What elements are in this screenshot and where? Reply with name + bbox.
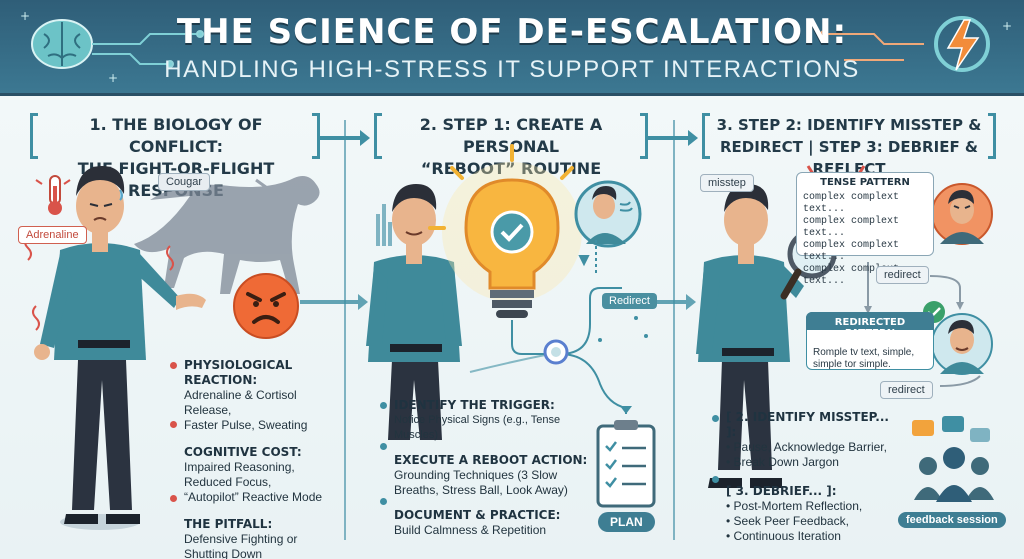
section3-list: [ 2. IDENTIFY MISSTEP... ]: • Pause, Ack… [712, 410, 902, 544]
bracket-left [374, 113, 382, 159]
list-item-text: “Autopilot” Reactive Mode [184, 490, 323, 504]
misstep-label: misstep [700, 174, 754, 192]
redirected-pattern-line: simple tor simple. [813, 359, 891, 370]
redirected-pattern-line: Romple tv text, simple, [813, 347, 915, 358]
svg-text:+: + [1002, 19, 1012, 33]
redirected-pattern-card: REDIRECTED PATTERN Romple tv text, simpl… [806, 312, 934, 370]
header-banner: + + + THE SCIENCE OF DE-ESCALATION: HAND… [0, 0, 1024, 96]
list-item-title: DOCUMENT & PRACTICE: [394, 508, 561, 522]
page-subtitle: HANDLING HIGH-STRESS IT SUPPORT INTERACT… [164, 56, 860, 83]
list-item-text: Adrenaline & Cortisol Release, [184, 388, 297, 417]
cougar-silhouette [134, 176, 320, 294]
bracket-right [988, 113, 996, 159]
list-item-text: Reduced Focus, [184, 475, 272, 489]
bracket-left [30, 113, 38, 159]
calm-user-portrait [931, 313, 993, 375]
lightning-bolt-icon: + [820, 16, 1012, 72]
cougar-label: Cougar [158, 173, 211, 191]
bullet-icon [380, 402, 387, 409]
bullet-icon [170, 421, 177, 428]
bullet-icon [712, 415, 719, 422]
stressed-technician-figure [34, 166, 206, 530]
section2-heading-line2: “REBOOT” ROUTINE [420, 159, 602, 178]
lightbulb-icon [428, 144, 596, 318]
list-item-text: • Break Down Jargon [726, 455, 839, 469]
list-item-title: IDENTIFY THE TRIGGER: [394, 398, 555, 412]
tense-pattern-title: TENSE PATTERN [820, 177, 910, 188]
list-item-title: PHYSIOLOGICAL REACTION: [184, 358, 293, 387]
list-item-text: • Continuous Iteration [726, 529, 841, 543]
brain-icon: + + [20, 9, 204, 85]
svg-text:+: + [108, 71, 118, 85]
bullet-icon [380, 443, 387, 450]
section3-heading: 3. STEP 2: IDENTIFY MISSTEP & REDIRECT |… [708, 114, 990, 180]
feedback-group-icon [912, 416, 994, 502]
section1-list: PHYSIOLOGICAL REACTION: Adrenaline & Cor… [170, 358, 340, 559]
arrow-icon [300, 130, 698, 310]
redirect-label: redirect [876, 266, 929, 284]
list-item-text: • Post-Mortem Reflection, [726, 499, 863, 513]
clipboard-checklist-icon [596, 420, 656, 508]
redirect-label: Redirect [602, 293, 657, 309]
redirected-pattern-title: REDIRECTED PATTERN [834, 317, 906, 339]
bullet-icon [170, 362, 177, 369]
breathing-portrait-icon [574, 180, 642, 248]
svg-text:+: + [20, 9, 30, 23]
section3-heading-line1: 3. STEP 2: IDENTIFY MISSTEP & [716, 116, 982, 134]
list-item-title: THE PITFALL: [184, 517, 273, 531]
tense-pattern-line: complex complext text... [803, 240, 900, 263]
list-item-text: Impaired Reasoning, [184, 460, 295, 474]
redirect-label: redirect [880, 381, 933, 399]
list-item-text: Shutting Down [184, 547, 263, 559]
list-item-text: • Seek Peer Feedback, [726, 514, 849, 528]
flow-connector [867, 262, 981, 387]
list-item-title: COGNITIVE COST: [184, 445, 302, 459]
bracket-right [312, 113, 320, 159]
bullet-icon [170, 495, 177, 502]
list-item-text: Build Calmness & Repetition [394, 523, 547, 537]
list-item-text: Notice Physical Signs (e.g., Tense Muscl… [394, 414, 561, 441]
arrow-down-icon [620, 406, 632, 414]
list-item-title: [ 2. IDENTIFY MISSTEP... ]: [726, 410, 889, 439]
adrenaline-label: Adrenaline [18, 226, 87, 244]
flow-connector [469, 240, 627, 414]
frustrated-user-portrait [931, 183, 993, 245]
page-title: THE SCIENCE OF DE-ESCALATION: [176, 12, 848, 52]
section2-list: IDENTIFY THE TRIGGER: Notice Physical Si… [380, 398, 590, 538]
plan-label: PLAN [598, 512, 655, 532]
list-item-title: EXECUTE A REBOOT ACTION: [394, 453, 588, 467]
bar-chart-icon [376, 204, 392, 246]
list-item-text: Breaths, Stress Ball, Look Away) [394, 483, 568, 497]
tense-pattern-line: complex complext text... [803, 216, 900, 239]
calm-technician-figure [366, 184, 462, 440]
bracket-left [702, 113, 710, 159]
tense-pattern-line: complex complext text... [803, 264, 900, 287]
section1-heading-line1: 1. THE BIOLOGY OF CONFLICT: [89, 115, 263, 156]
bracket-right [640, 113, 648, 159]
list-item-text: Grounding Techniques (3 Slow [394, 468, 558, 482]
node-icon [543, 316, 648, 365]
list-item-title: [ 3. DEBRIEF... ]: [726, 484, 837, 498]
list-item-text: • Pause, Acknowledge Barrier, [726, 440, 887, 454]
bullet-icon [712, 476, 719, 483]
list-item-text: Defensive Fighting or [184, 532, 298, 546]
feedback-session-label: feedback session [898, 512, 1006, 528]
section-divider [673, 120, 675, 540]
angry-face-icon [233, 273, 299, 339]
bullet-icon [380, 498, 387, 505]
thermometer-icon [35, 175, 71, 215]
tense-pattern-line: complex complext text... [803, 192, 900, 215]
list-item-text: Faster Pulse, Sweating [184, 418, 308, 432]
section-divider [344, 120, 346, 540]
tense-pattern-card: TENSE PATTERN complex complext text... c… [796, 172, 934, 287]
